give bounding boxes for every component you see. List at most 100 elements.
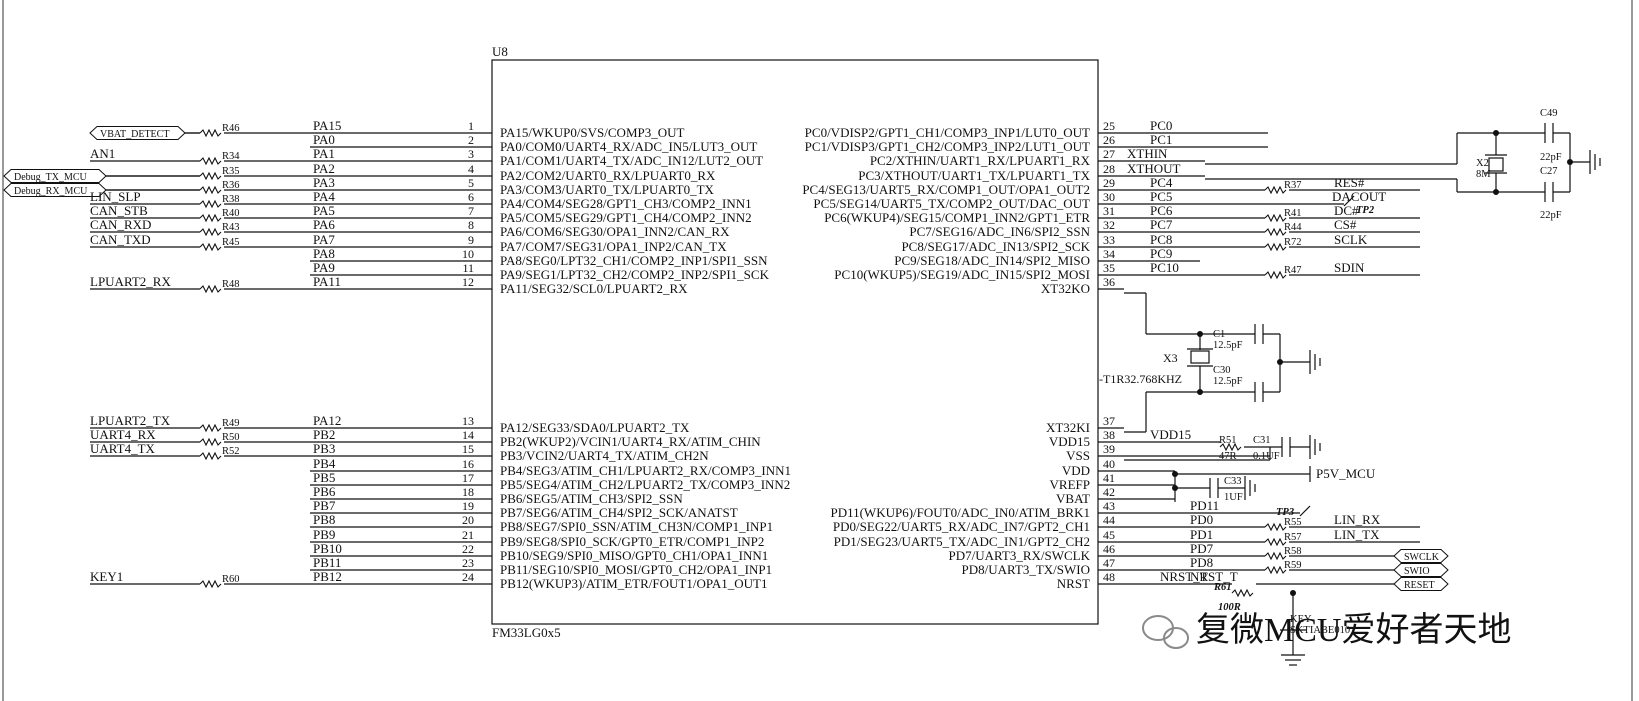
wechat-logo-icon [1142,615,1189,649]
resistor-ref: R34 [222,151,240,162]
right-pin-44: 44 PD0/SEG22/UART5_RX/ADC_IN7/GPT2_CH1 PD0… [833,512,1420,534]
x2-crystal-symbol [1488,157,1504,172]
ground-symbol [1309,435,1321,459]
pin-number: 40 [1103,457,1115,471]
pin-number: 46 [1103,542,1115,556]
net-name: PA9 [313,260,335,275]
net-name: PB6 [313,484,336,499]
c49-ref: C49 [1540,108,1558,119]
pin-function: PB9/SEG8/SPI0_SCK/GPT0_ETR/COMP1_INP2 [500,534,764,549]
resistor-symbol [1264,551,1287,561]
pin-number: 28 [1103,162,1115,176]
pin-number: 20 [462,513,474,527]
pin-number: 44 [1103,513,1115,527]
net-label: LPUART2_TX [90,413,171,428]
right-pin-25: 25PC0/VDISP2/GPT1_CH1/COMP3_INP1/LUT0_OU… [805,118,1268,140]
pin-number: 41 [1103,471,1115,485]
x3-crystal-symbol [1190,350,1210,364]
pin-function: NRST [1057,576,1090,591]
pin-number: 29 [1103,176,1115,190]
net-name: PD7 [1190,541,1214,556]
pin-number: 24 [462,570,474,584]
r61-value: 100R [1218,602,1241,613]
pin-function: VREFP [1050,477,1090,492]
net-name: PB7 [313,498,336,513]
resistor-symbol [199,156,222,166]
resistor-symbol [1264,565,1287,575]
ground-symbol [1281,654,1305,666]
pin-function: PA0/COM0/UART4_RX/ADC_IN5/LUT3_OUT [500,139,757,154]
net-flag: Debug_TX_MCU [3,169,107,183]
net-name: PC7 [1150,217,1173,232]
net-label: CAN_STB [90,203,148,218]
resistor-symbol [1264,185,1287,195]
resistor-symbol [1264,227,1287,237]
right-pin-41: 41 VREFP [1050,471,1175,492]
c33-ref: C33 [1224,476,1242,487]
pin-function: PC0/VDISP2/GPT1_CH1/COMP3_INP1/LUT0_OUT [805,125,1090,140]
net-name: XTHIN [1127,146,1168,161]
resistor-ref: R72 [1284,237,1302,248]
pin-function: PC2/XTHIN/UART1_RX/LPUART1_RX [870,153,1091,168]
net-label: CAN_RXD [90,217,151,232]
net-flag: VBAT_DETECT [89,126,186,140]
net-flag: Debug_RX_MCU [3,183,107,197]
resistor-symbol [199,199,222,209]
pin-function: PA15/WKUP0/SVS/COMP3_OUT [500,125,685,140]
net-name: PA6 [313,217,335,232]
net-name: PC10 [1150,260,1179,275]
pin-number: 19 [462,499,474,513]
pin-function: PA3/COM3/UART0_TX/LPUART0_TX [500,182,715,197]
resistor-ref: R52 [222,446,240,457]
pin-function: PD0/SEG22/UART5_RX/ADC_IN7/GPT2_CH1 [833,519,1090,534]
pin-function: PB3/VCIN2/UART4_TX/ATIM_CH2N [500,448,709,463]
resistor-ref: R48 [222,279,240,290]
net-name: PA15 [313,118,341,133]
pin-function: PA4/COM4/SEG28/GPT1_CH3/COMP2_INN1 [500,196,752,211]
x3-ref: X3 [1163,351,1178,365]
net-name: PB3 [313,441,335,456]
pin-function: PA11/SEG32/SCL0/LPUART2_RX [500,281,688,296]
pin-number: 27 [1103,147,1115,161]
resistor-ref: R41 [1284,208,1302,219]
net-label: DC# [1334,203,1359,218]
resistor-symbol [199,451,222,461]
pin-number: 30 [1103,190,1115,204]
net-name: PB11 [313,555,341,570]
pin-number: 18 [462,485,474,499]
c1-ref: C1 [1213,329,1225,340]
c31-ref: C31 [1253,435,1271,446]
net-label: SDIN [1334,260,1365,275]
test-point-tp3: TP3 [1276,505,1311,518]
resistor-ref: R45 [222,237,240,248]
net-text: Debug_TX_MCU [14,172,88,183]
net-name: PD0 [1190,512,1213,527]
net-name: PD1 [1190,527,1213,542]
pin-number: 8 [468,218,474,232]
ic-body [491,59,1099,625]
c30-ref: C30 [1213,365,1231,376]
c49-value: 22pF [1540,152,1562,163]
resistor-ref: R36 [222,180,240,191]
net-name: PA4 [313,189,335,204]
net-name: PB9 [313,527,335,542]
net-label: CS# [1334,217,1357,232]
resistor-symbol [199,579,222,589]
net-name: PB5 [313,470,335,485]
pin-function: PC9/SEG18/ADC_IN14/SPI2_MISO [894,253,1090,268]
pin-function: PB8/SEG7/SPI0_SSN/ATIM_CH3N/COMP1_INP1 [500,519,773,534]
pin-number: 6 [468,190,474,204]
c27-ref: C27 [1540,166,1558,177]
